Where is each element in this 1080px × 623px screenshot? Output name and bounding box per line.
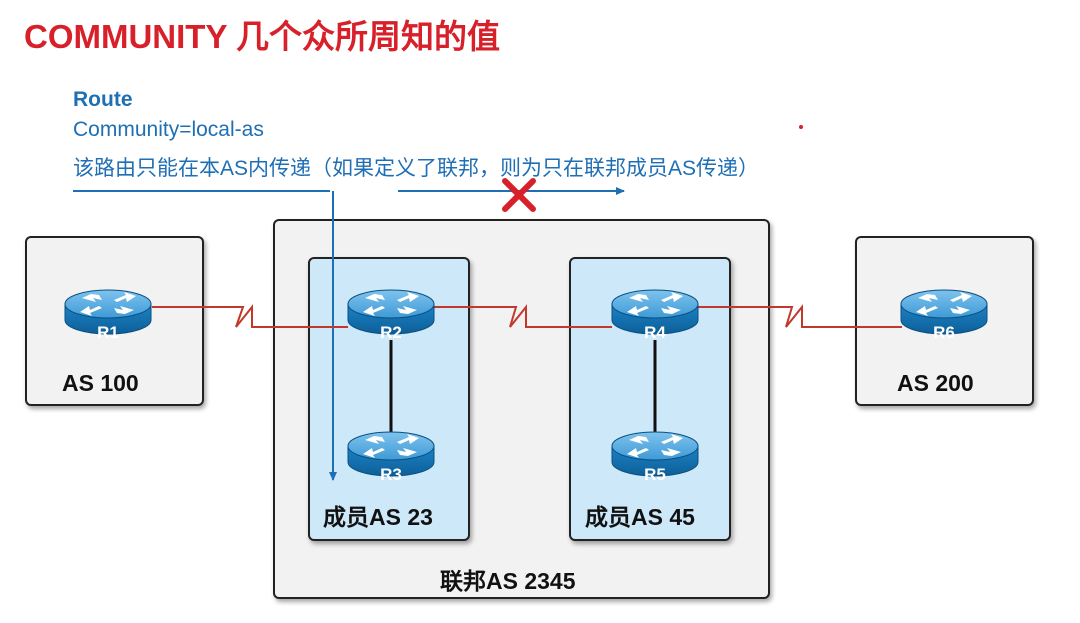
router-r5-label: R5	[644, 465, 666, 484]
router-r6: R6	[900, 289, 988, 342]
as-100-label: AS 100	[62, 370, 139, 396]
member-as-45-label: 成员AS 45	[585, 504, 695, 530]
router-r4-label: R4	[644, 323, 666, 342]
link-r2-r4	[433, 304, 612, 328]
route-community: Community=local-as	[73, 118, 264, 141]
router-r5: R5	[611, 431, 699, 484]
as-200-label: AS 200	[897, 370, 974, 396]
red-dot-mark	[799, 125, 803, 129]
member-as-23-box	[308, 257, 470, 541]
router-r2: R2	[347, 289, 435, 342]
router-r6-label: R6	[933, 323, 955, 342]
router-r2-label: R2	[380, 323, 402, 342]
link-r1-r2	[152, 304, 348, 328]
link-r4-r6	[697, 304, 902, 328]
route-description: 该路由只能在本AS内传递（如果定义了联邦，则为只在联邦成员AS传递）	[73, 157, 760, 180]
federation-as-label: 联邦AS 2345	[440, 568, 576, 594]
router-r3: R3	[347, 431, 435, 484]
member-as-23-label: 成员AS 23	[323, 504, 433, 530]
router-r3-label: R3	[380, 465, 402, 484]
router-r1-label: R1	[97, 323, 119, 342]
router-r4: R4	[611, 289, 699, 342]
route-heading: Route	[73, 88, 133, 111]
blocked-x-icon	[502, 178, 536, 212]
page-title: COMMUNITY 几个众所周知的值	[24, 18, 501, 55]
router-r1: R1	[64, 289, 152, 342]
